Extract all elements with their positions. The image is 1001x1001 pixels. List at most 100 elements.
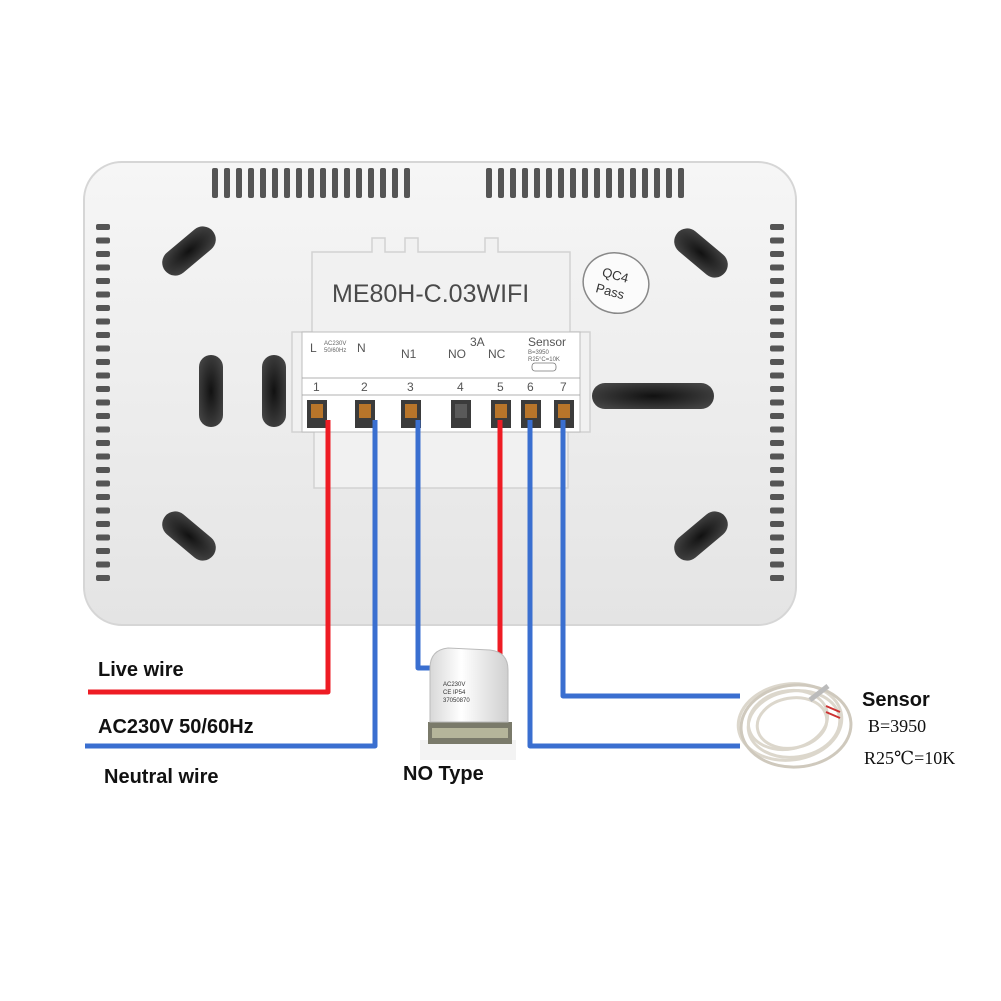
actuator-print-line2: CE IP54 [443, 690, 466, 696]
ac-rating-line2: 50/60Hz [324, 348, 346, 354]
neutral-wire [85, 420, 378, 749]
vent-right-16 [770, 426, 784, 433]
vent-left-23 [96, 521, 110, 527]
vent-top-right-15 [654, 168, 660, 198]
terminal-label-no: NO [448, 347, 466, 361]
vent-left-13 [96, 386, 110, 392]
vent-left-20 [96, 480, 110, 487]
terminal-clamp-6 [525, 404, 537, 418]
vent-top-left-9 [308, 168, 314, 198]
sensor-title: Sensor [862, 689, 930, 711]
terminal-number-7: 7 [560, 380, 567, 394]
actuator-print-line3: 37050870 [443, 698, 470, 704]
terminal-label-nc: NC [488, 347, 506, 361]
vent-top-left-13 [356, 168, 362, 198]
vent-slots-right [770, 224, 784, 581]
vent-top-right-12 [618, 168, 624, 198]
mounting-slot-top-left [162, 226, 216, 276]
vent-left-17 [96, 440, 110, 446]
model-number: ME80H-C.03WIFI [332, 280, 529, 308]
terminal-numbers: 1 2 3 4 5 6 7 [313, 380, 567, 394]
terminal-number-2: 2 [361, 380, 368, 394]
terminal-label-sensor: Sensor [528, 335, 566, 349]
vent-right-2 [770, 237, 784, 244]
vent-top-left-12 [344, 168, 350, 198]
terminal-number-1: 1 [313, 380, 320, 394]
terminal-clamp-2 [359, 404, 371, 418]
terminal-number-5: 5 [497, 380, 504, 394]
vent-left-1 [96, 224, 110, 230]
vent-top-left-5 [260, 168, 266, 198]
vent-top-right-7 [558, 168, 564, 198]
vent-right-15 [770, 413, 784, 419]
vent-right-24 [770, 534, 784, 541]
vent-right-23 [770, 521, 784, 527]
qc-stamp-line2: Pass [594, 280, 626, 302]
qc-stamp-line1: QC4 [601, 264, 631, 285]
terminal-number-4: 4 [457, 380, 464, 394]
vent-right-1 [770, 224, 784, 230]
terminal-clamp-1 [311, 404, 323, 418]
terminal-label-n: N [357, 341, 366, 355]
sensor-wire-2 [560, 420, 740, 699]
vent-left-11 [96, 359, 110, 365]
vent-right-7 [770, 305, 784, 311]
vent-top-left-1 [212, 168, 218, 198]
vent-left-26 [96, 561, 110, 568]
mounting-slot-bottom-left [162, 511, 216, 561]
vent-left-7 [96, 305, 110, 311]
vent-slots-top-right [486, 168, 684, 198]
vent-left-2 [96, 237, 110, 244]
mounting-slot-left-2 [262, 355, 286, 427]
vent-right-3 [770, 251, 784, 257]
sensor-r-value: R25℃=10K [864, 748, 955, 768]
vent-left-25 [96, 548, 110, 554]
vent-top-left-16 [392, 168, 398, 198]
terminal-number-6: 6 [527, 380, 534, 394]
vent-slots-left [96, 224, 110, 581]
vent-right-17 [770, 440, 784, 446]
qc-stamp: QC4 Pass [582, 252, 650, 314]
vent-right-21 [770, 494, 784, 500]
vent-right-13 [770, 386, 784, 392]
vent-top-right-10 [594, 168, 600, 198]
vent-right-20 [770, 480, 784, 487]
sensor-r-value-small: R25°C=10K [528, 357, 560, 363]
live-wire-label: Live wire [98, 659, 184, 681]
vent-left-19 [96, 467, 110, 473]
vent-top-left-10 [320, 168, 326, 198]
n1-wire [415, 420, 434, 671]
vent-top-right-14 [642, 168, 648, 198]
mounting-slot-right-horizontal [592, 383, 714, 409]
sensor-probe-image [736, 682, 853, 769]
vent-right-25 [770, 548, 784, 554]
vent-right-18 [770, 453, 784, 460]
mounting-slot-top-right [674, 228, 728, 278]
vent-top-right-5 [534, 168, 540, 198]
mounting-slot-left-1 [199, 355, 223, 427]
vent-top-right-2 [498, 168, 504, 198]
vent-left-4 [96, 264, 110, 271]
vent-left-21 [96, 494, 110, 500]
vent-right-14 [770, 399, 784, 406]
terminal-clamp-7 [558, 404, 570, 418]
vent-right-5 [770, 278, 784, 284]
sensor-b-value-small: B=3950 [528, 350, 550, 356]
vent-right-26 [770, 561, 784, 568]
vent-top-left-14 [368, 168, 374, 198]
vent-right-27 [770, 575, 784, 581]
vent-left-3 [96, 251, 110, 257]
vent-top-left-4 [248, 168, 254, 198]
vent-top-right-11 [606, 168, 612, 198]
terminal-module: ME80H-C.03WIFI L AC230V 50/60Hz N N1 NO … [291, 237, 591, 489]
vent-right-19 [770, 467, 784, 473]
sensor-wire-1 [527, 420, 740, 749]
vent-right-12 [770, 372, 784, 379]
vent-left-10 [96, 345, 110, 352]
sensor-b-value: B=3950 [868, 716, 926, 736]
vent-top-right-17 [678, 168, 684, 198]
terminal-number-3: 3 [407, 380, 414, 394]
terminal-screws [307, 400, 574, 428]
resistor-icon [531, 362, 557, 372]
terminal-clamp-4 [455, 404, 467, 418]
